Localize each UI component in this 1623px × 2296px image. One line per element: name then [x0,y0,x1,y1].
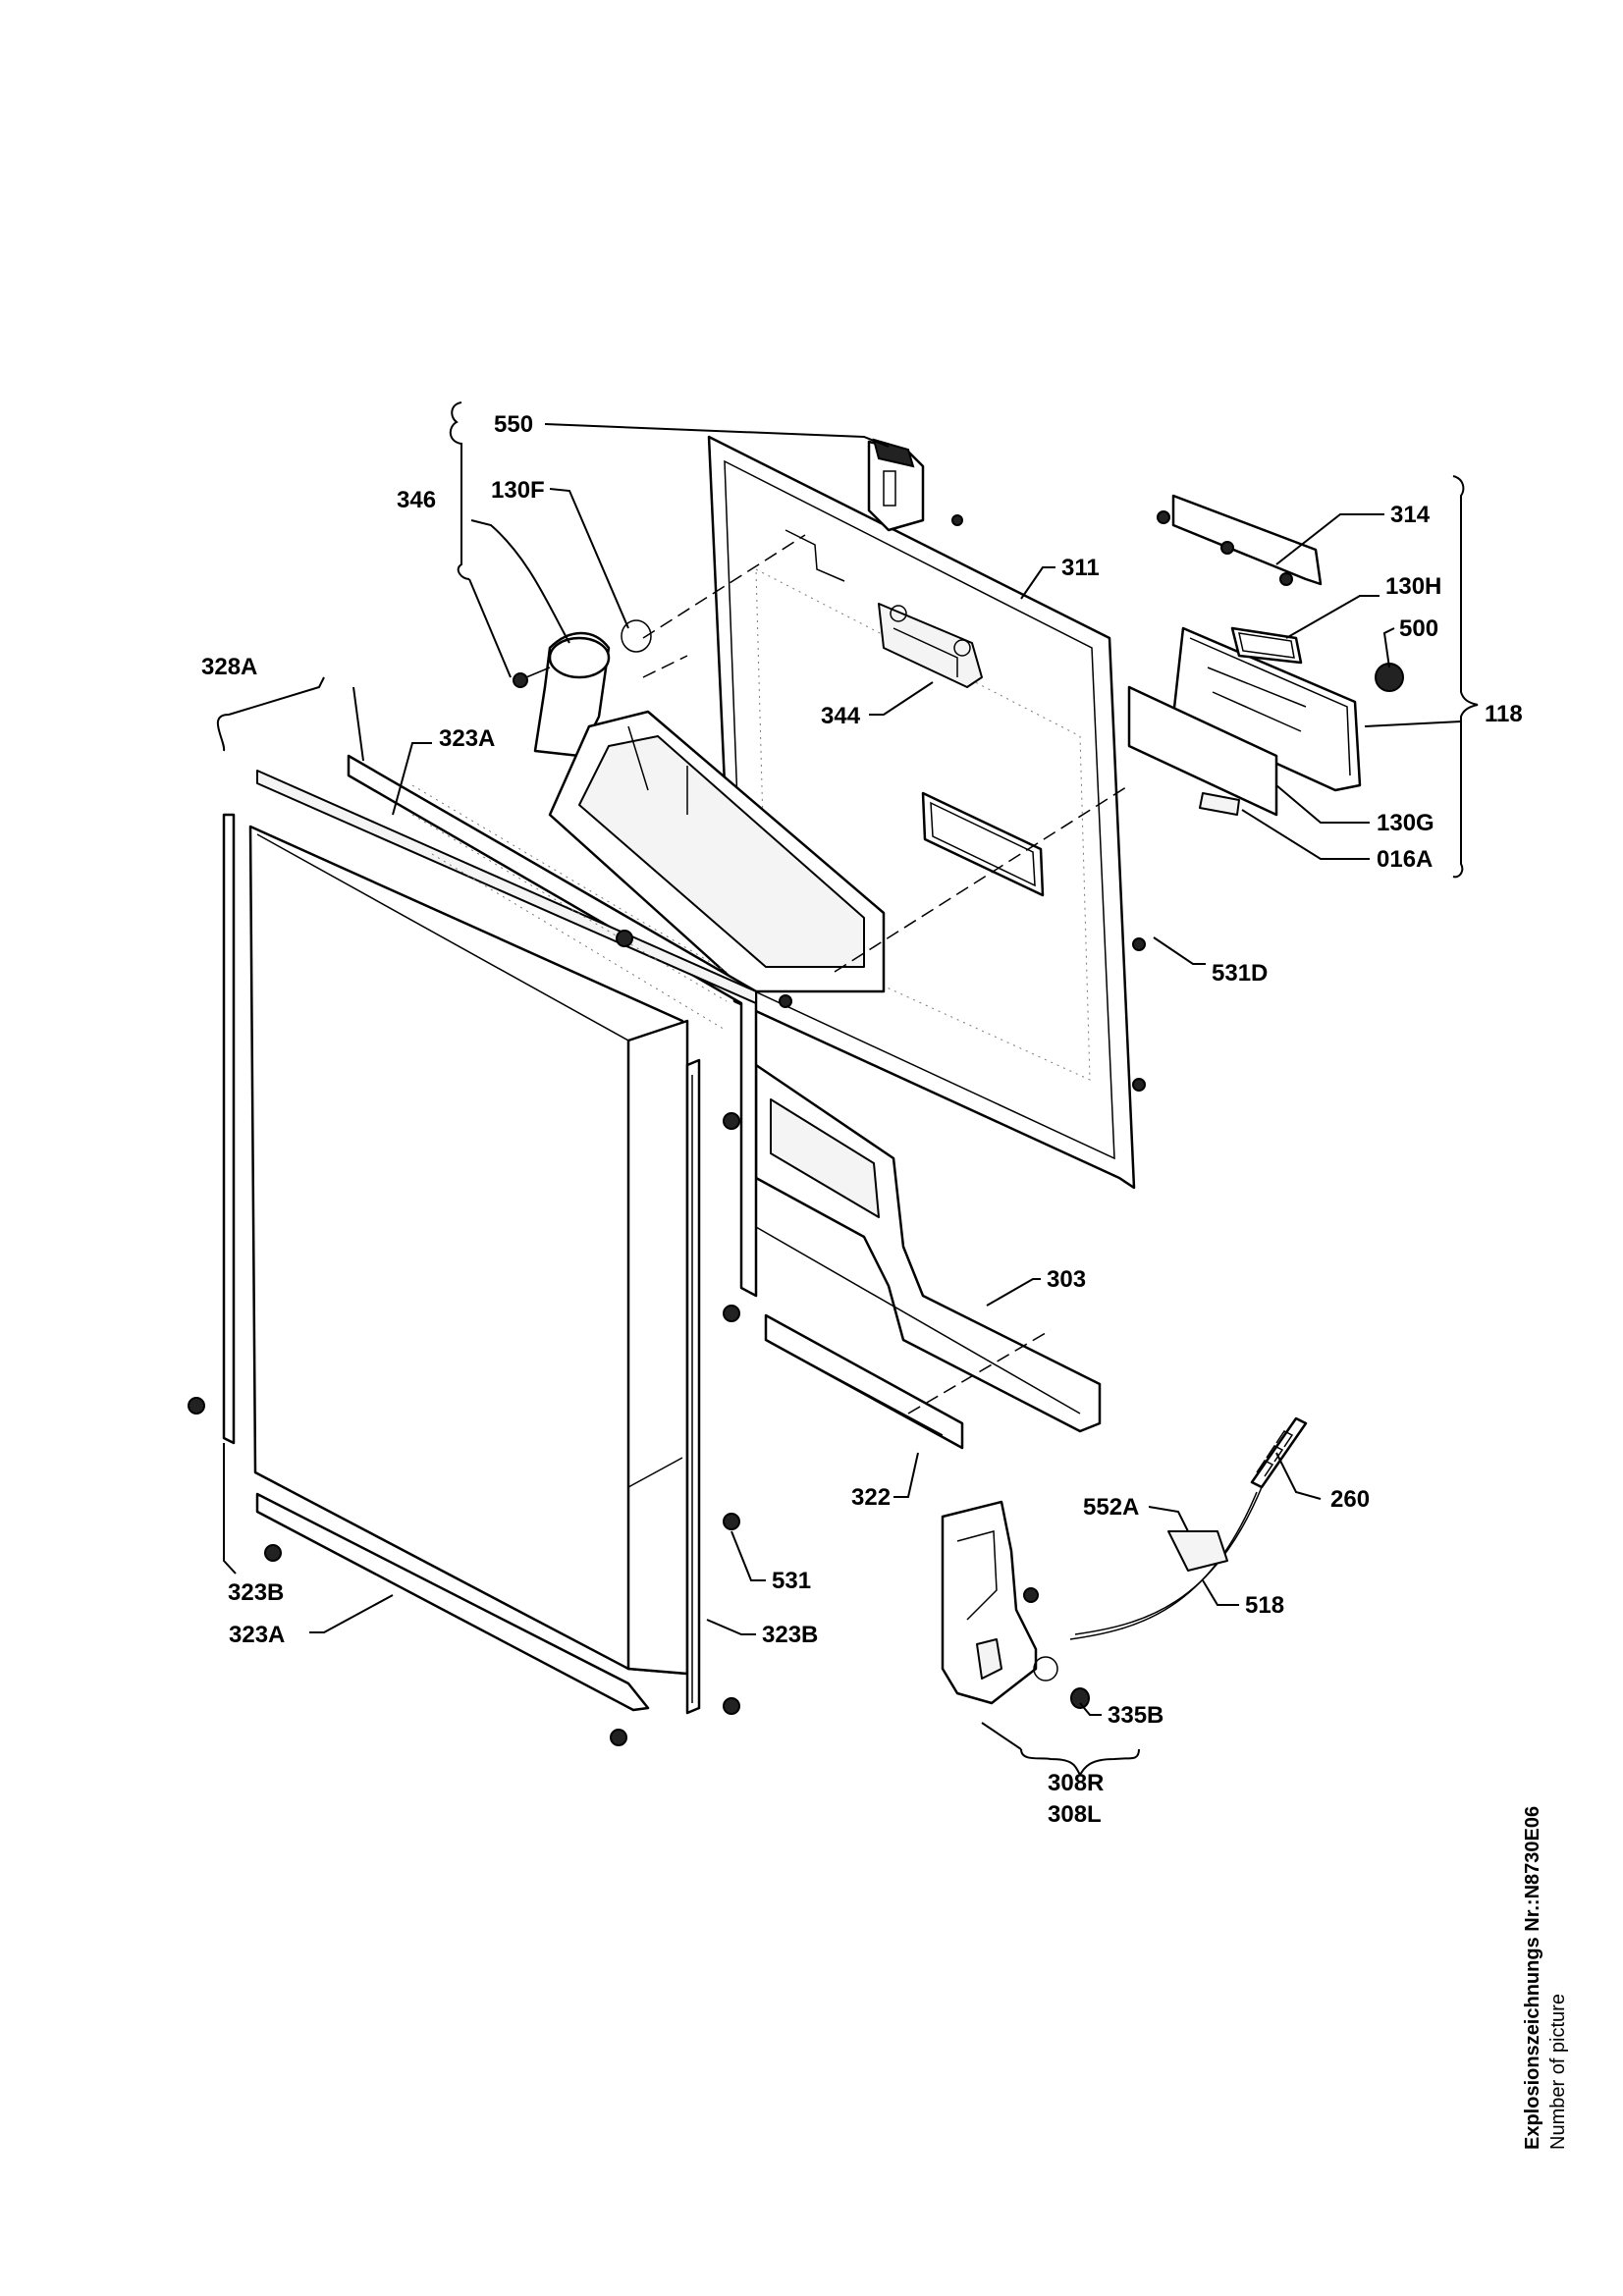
label-550: 550 [494,411,533,438]
label-552A: 552A [1083,1494,1139,1521]
label-335B: 335B [1108,1702,1163,1729]
label-130H: 130H [1385,573,1441,600]
label-130G: 130G [1377,810,1434,836]
picture-number-block: Explosionszeichnungs Nr.:N8730E06 Number… [1520,1708,1589,2150]
inner-door-panel [707,435,1136,1190]
label-118: 118 [1485,701,1523,727]
label-314: 314 [1390,502,1431,528]
part-labels: 550 346 130F 311 314 130H 500 118 328A 3… [201,411,1523,1828]
label-518: 518 [1245,1592,1284,1619]
lower-duct-303 [754,1063,1102,1433]
label-130F: 130F [491,477,545,504]
bottom-strip [255,1492,650,1712]
screws [188,514,1146,1746]
top-handle [867,438,925,532]
label-323A-bottom: 323A [229,1622,285,1648]
leader-lines [216,401,1479,1777]
label-308R: 308R [1048,1770,1104,1796]
picture-number-title: Explosionszeichnungs Nr.:N8730E06 [1522,1805,1543,2150]
label-303: 303 [1047,1266,1086,1293]
back-decor-panel [256,754,758,1298]
label-344: 344 [821,703,861,729]
label-311: 311 [1061,555,1100,581]
label-346: 346 [397,487,436,513]
hinge-bracket-344 [878,603,983,688]
label-323B-left: 323B [228,1579,284,1606]
assembly-lines [642,534,1130,1415]
control-panel-118 [1127,626,1404,817]
side-strips [222,813,701,1715]
label-500: 500 [1399,615,1438,642]
rail-322 [764,1313,964,1450]
trim-strip-314 [1157,494,1323,586]
label-322: 322 [851,1484,891,1511]
label-323A-top: 323A [439,725,495,752]
label-328A: 328A [201,654,257,680]
hinge-assembly [941,1500,1090,1709]
pipe-assembly-346 [513,619,886,993]
label-531: 531 [772,1568,811,1594]
label-531D: 531D [1212,960,1268,987]
label-323B-right: 323B [762,1622,818,1648]
outer-door-panel [248,825,689,1676]
cable-and-spring [1069,1416,1308,1640]
label-260: 260 [1330,1486,1370,1513]
label-016A: 016A [1377,846,1433,873]
picture-number-subtitle: Number of picture [1547,1994,1569,2150]
label-308L: 308L [1048,1801,1102,1828]
